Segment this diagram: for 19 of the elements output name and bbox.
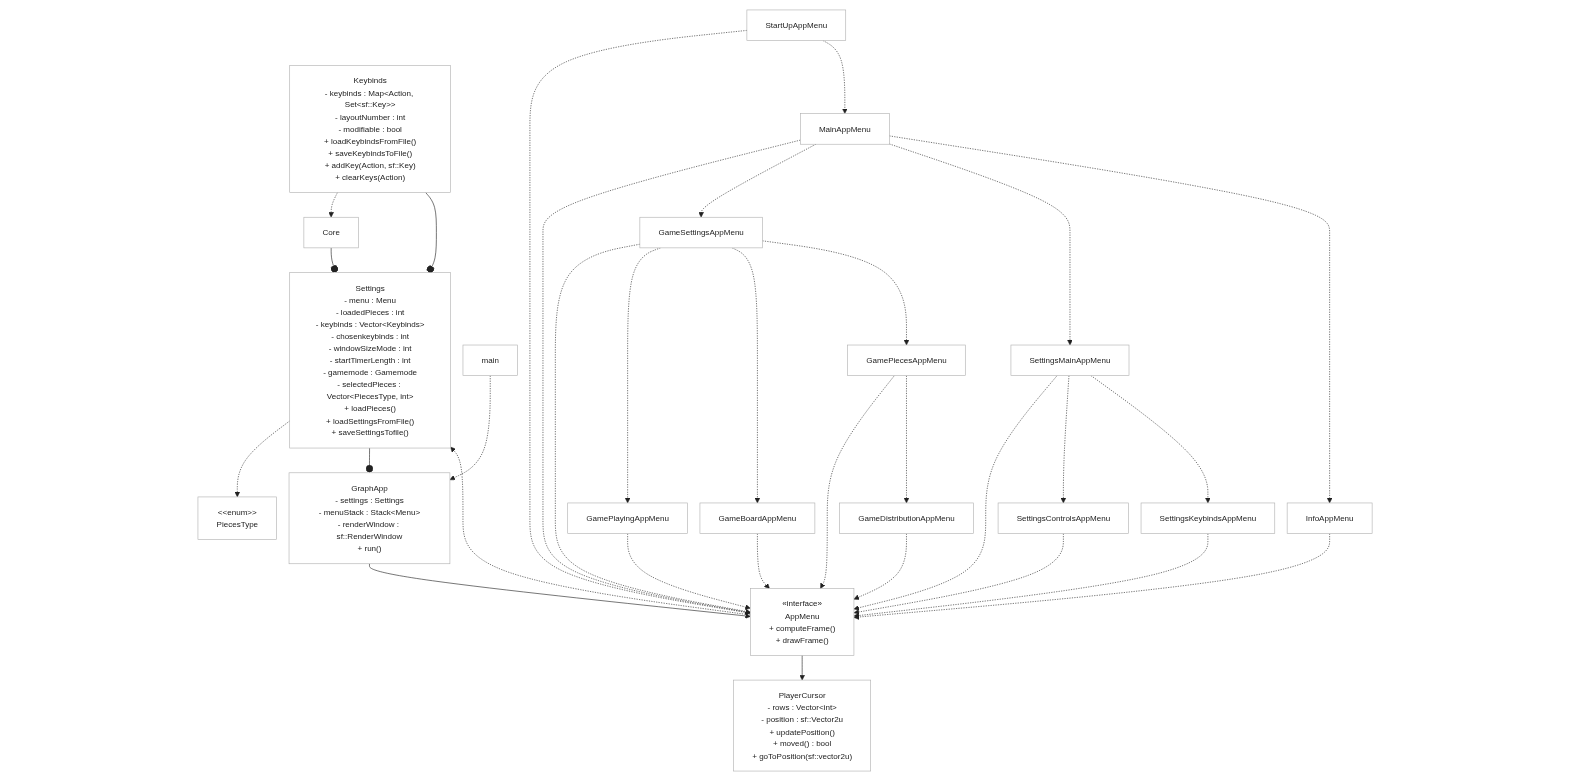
node-box: <<enum>> PiecesType [198, 496, 278, 540]
node-box: GamePlayingAppMenu [567, 502, 689, 534]
node-box: GameBoardAppMenu [700, 502, 816, 534]
node-box: SettingsControlsAppMenu [998, 502, 1130, 534]
node-box: main [463, 344, 519, 376]
node-box: MainAppMenu [800, 113, 891, 145]
node-box: Core [304, 216, 360, 249]
node-box: StartUpAppMenu [747, 9, 847, 41]
node-box: InfoAppMenu [1287, 502, 1373, 534]
node-box: Settings - menu : Menu - loadedPieces : int - keybinds : Vector<Keybinds> - chosenkeybinds : int - windowSizeMode : int - startTimerLength : int - gamemode : Gamemode - selectedPieces : Vector<PiecesType, int> + loadPieces() + loadSettingsFromFile() + saveSettingsTofile() [289, 272, 452, 449]
node-box: Keybinds - keybinds : Map<Action, Set<sf::Key>> - layoutNumber : int - modifiable : bool + loadKeybindsFromFile() + saveKeybindsToFile() + addKey(Action, sf::Key) + clearKeys(Action) [289, 65, 452, 193]
node-box: GameDistributionAppMenu [839, 502, 975, 534]
node-box: SettingsKeybindsAppMenu [1141, 502, 1276, 534]
node-box: PlayerCursor - rows : Vector<int> - position : sf::Vector2u + updatePosition() + moved() : bool + goToPosition(sf::vector2u) [733, 679, 872, 772]
node-box: SettingsMainAppMenu [1011, 344, 1130, 376]
node-box: GameSettingsAppMenu [640, 216, 764, 249]
node-box: GamePiecesAppMenu [847, 344, 967, 376]
node-box: GraphApp - settings : Settings - menuStack : Stack<Menu> - renderWindow : sf::RenderWindow + run() [289, 472, 451, 565]
node-box: «interface» AppMenu + computeFrame() + drawFrame() [750, 588, 855, 656]
